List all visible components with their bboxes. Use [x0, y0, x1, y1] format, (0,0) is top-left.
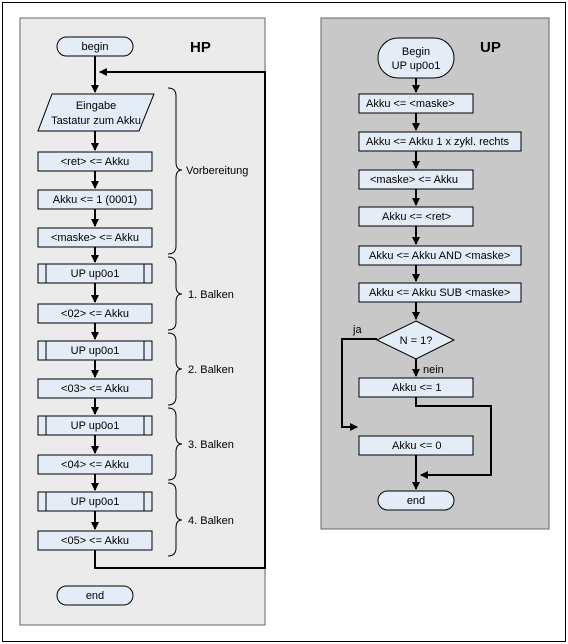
hp-box-akku-init [37, 189, 153, 210]
label-vorbereitung: Vorbereitung [186, 165, 248, 177]
hp-input-parallelogram [37, 93, 155, 132]
hp-input-line2: Tastatur zum Akku [51, 115, 141, 127]
hp-begin-terminator [56, 36, 134, 57]
up-box-4 [358, 206, 474, 227]
label-balken-1: 1. Balken [188, 289, 234, 301]
up-end-label: end [407, 495, 425, 507]
up-title: UP [480, 39, 501, 56]
up-box-yes-label: Akku <= 0 [392, 440, 442, 452]
hp-store-box-1 [37, 303, 153, 324]
hp-store-box-2-label: <03> <= Akku [61, 383, 129, 395]
up-box-6-label: Akku <= Akku SUB <maske> [369, 287, 510, 299]
up-begin-line2: UP up0o1 [392, 60, 441, 72]
up-arrow-yes-branch [341, 338, 377, 431]
hp-call-box-2-label: UP up0o1 [71, 345, 120, 357]
up-box-no-label: Akku <= 1 [392, 382, 442, 394]
brace-vorbereitung [167, 87, 183, 255]
up-box-2 [358, 131, 522, 152]
up-begin-terminator [377, 37, 455, 79]
hp-call-box-2 [37, 340, 153, 361]
up-box-1-label: Akku <= <maske> [366, 98, 455, 110]
brace-balken-4 [167, 482, 183, 557]
label-balken-2: 2. Balken [188, 364, 234, 376]
hp-call-box-1 [37, 263, 153, 284]
hp-box-maske [37, 227, 153, 248]
hp-panel: HP begin Eingabe Tastatur zum Akku <ret>… [19, 17, 266, 626]
hp-store-box-2 [37, 378, 153, 399]
hp-call-box-4 [37, 491, 153, 512]
brace-balken-3 [167, 407, 183, 481]
up-box-2-label: Akku <= Akku 1 x zykl. rechts [366, 136, 510, 148]
brace-balken-1 [167, 256, 183, 331]
up-connectors [341, 78, 492, 490]
hp-store-box-4-label: <05> <= Akku [61, 535, 129, 547]
up-box-3-label: <maske> <= Akku [370, 174, 458, 186]
up-box-5 [358, 245, 522, 266]
hp-title: HP [190, 39, 211, 56]
hp-store-box-1-label: <02> <= Akku [61, 308, 129, 320]
hp-end-label: end [86, 590, 104, 602]
hp-end-terminator [56, 585, 134, 606]
up-end-terminator [377, 490, 455, 511]
hp-connectors [91, 56, 266, 569]
up-arrow-merge [415, 397, 492, 479]
label-balken-4: 4. Balken [188, 515, 234, 527]
hp-call-box-3 [37, 415, 153, 436]
up-panel: UP Begin UP up0o1 Akku <= <maske> Akku <… [320, 17, 550, 530]
hp-store-box-3-label: <04> <= Akku [61, 459, 129, 471]
hp-braces [167, 87, 183, 557]
up-box-1 [358, 93, 474, 114]
hp-begin-label: begin [82, 41, 109, 53]
up-no-label: nein [423, 364, 444, 376]
hp-box-ret [37, 151, 153, 172]
up-box-6 [358, 282, 522, 303]
hp-loop-back-arrow [94, 68, 266, 569]
hp-call-box-3-label: UP up0o1 [71, 420, 120, 432]
up-box-yes [358, 435, 474, 456]
up-decision-diamond [375, 320, 456, 360]
up-box-5-label: Akku <= Akku AND <maske> [369, 250, 510, 262]
label-balken-3: 3. Balken [188, 439, 234, 451]
hp-store-box-3 [37, 454, 153, 475]
hp-store-box-4 [37, 530, 153, 551]
brace-balken-2 [167, 332, 183, 406]
hp-call-box-4-label: UP up0o1 [71, 496, 120, 508]
up-yes-label: ja [352, 324, 362, 336]
up-decision-label: N = 1? [400, 335, 433, 347]
hp-box-ret-label: <ret> <= Akku [61, 156, 130, 168]
hp-box-akku-init-label: Akku <= 1 (0001) [53, 194, 137, 206]
up-box-4-label: Akku <= <ret> [382, 211, 451, 223]
hp-input-line1: Eingabe [76, 100, 116, 112]
up-box-no [358, 377, 474, 398]
hp-call-box-1-label: UP up0o1 [71, 268, 120, 280]
up-begin-line1: Begin [402, 46, 430, 58]
hp-box-maske-label: <maske> <= Akku [51, 232, 139, 244]
up-box-3 [358, 169, 474, 190]
